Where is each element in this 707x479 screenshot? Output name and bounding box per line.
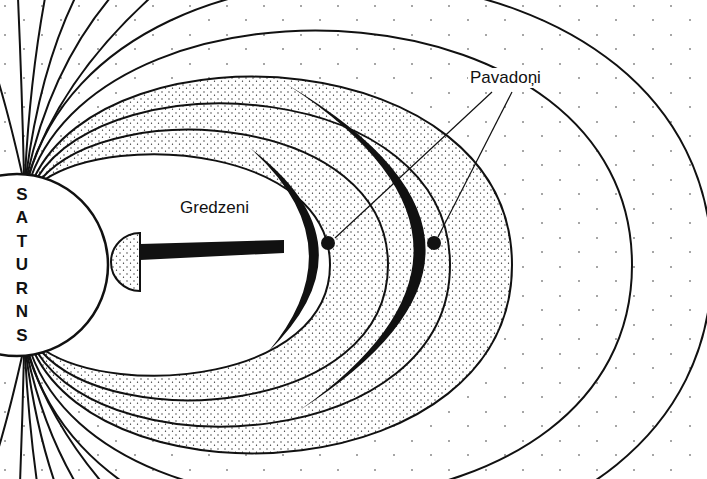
ring-label: Gredzeni: [178, 198, 251, 218]
planet-name: SATURNS: [14, 183, 31, 348]
planet-body: SATURNS: [14, 183, 31, 348]
satellite-label: Pavadoņi: [468, 68, 543, 88]
